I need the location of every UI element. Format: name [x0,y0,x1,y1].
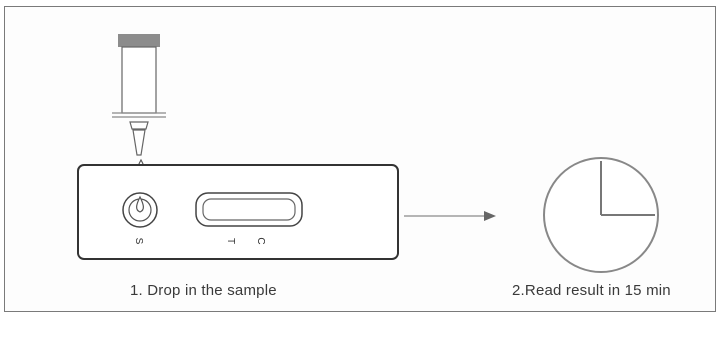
dropper-tip [132,129,146,156]
arrow-icon [404,211,496,221]
clock-icon [543,157,659,273]
step-2-caption: 2.Read result in 15 min [512,282,671,299]
step-1-caption: 1. Drop in the sample [130,282,277,299]
dropper-bottle [121,46,157,114]
test-cassette-icon: S T C [77,164,399,260]
test-line-label: T [225,238,236,244]
dropper-icon [112,34,166,156]
dropper-cap [118,34,160,47]
sample-well-label: S [133,238,144,245]
control-line-label: C [255,237,266,244]
